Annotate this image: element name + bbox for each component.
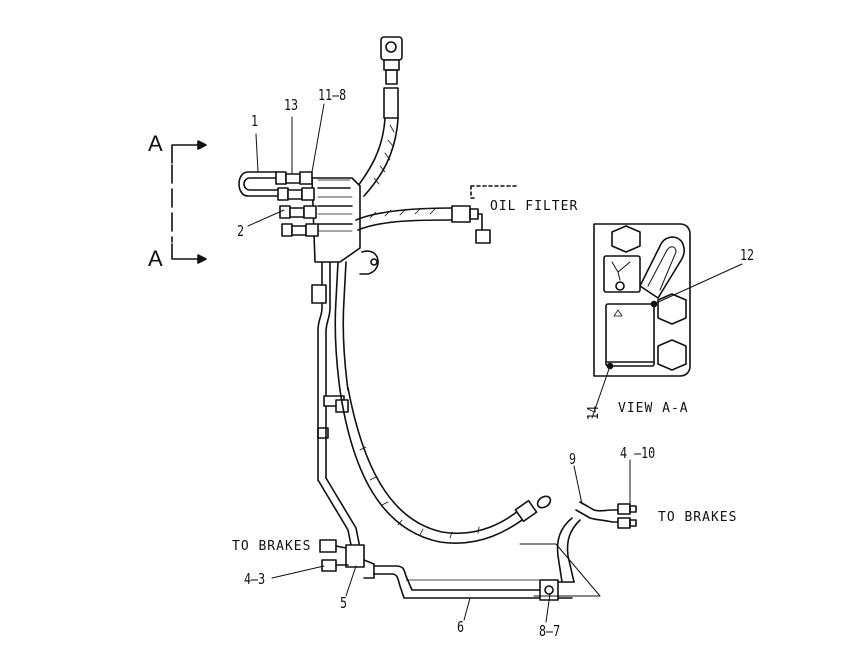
callout-1: 1 xyxy=(251,112,259,130)
section-arrow-group xyxy=(171,140,207,264)
view-aa-panel xyxy=(593,223,691,377)
section-marker-a-top: A xyxy=(148,131,163,156)
to-brakes-right-label: TO BRAKES xyxy=(658,510,738,525)
oil-filter-hose xyxy=(355,185,517,244)
ground-plane-outline xyxy=(519,543,601,597)
oil-filter-label: OIL FILTER xyxy=(490,199,579,214)
view-aa-label: VIEW A-A xyxy=(618,401,689,416)
callout-2: 2 xyxy=(237,222,245,240)
callout-13: 13 xyxy=(284,96,299,114)
right-brake-tubes xyxy=(556,501,637,583)
to-brakes-left-label: TO BRAKES xyxy=(232,539,312,554)
mount-bracket xyxy=(359,250,379,275)
manifold-block xyxy=(238,171,361,263)
pressure-gauge-fitting xyxy=(380,36,403,119)
callout-5: 5 xyxy=(340,594,348,612)
callout-9: 9 xyxy=(569,450,577,468)
vertical-tube-bundle xyxy=(311,261,349,481)
callout-4-10: 4 –10 xyxy=(620,444,656,462)
lower-tee-assembly xyxy=(317,477,375,579)
bottom-tube-6 xyxy=(373,565,575,601)
callout-11-8: 11–8 xyxy=(318,86,347,104)
callout-8-7: 8–7 xyxy=(539,622,561,640)
callout-4-3: 4–3 xyxy=(244,570,266,588)
leader-lines xyxy=(247,103,743,623)
callout-12: 12 xyxy=(740,246,755,264)
gauge-hose xyxy=(354,117,399,197)
callout-6: 6 xyxy=(457,618,465,636)
long-return-hose xyxy=(339,387,552,544)
callout-14: 14 xyxy=(584,405,602,420)
section-marker-a-bottom: A xyxy=(148,246,163,271)
